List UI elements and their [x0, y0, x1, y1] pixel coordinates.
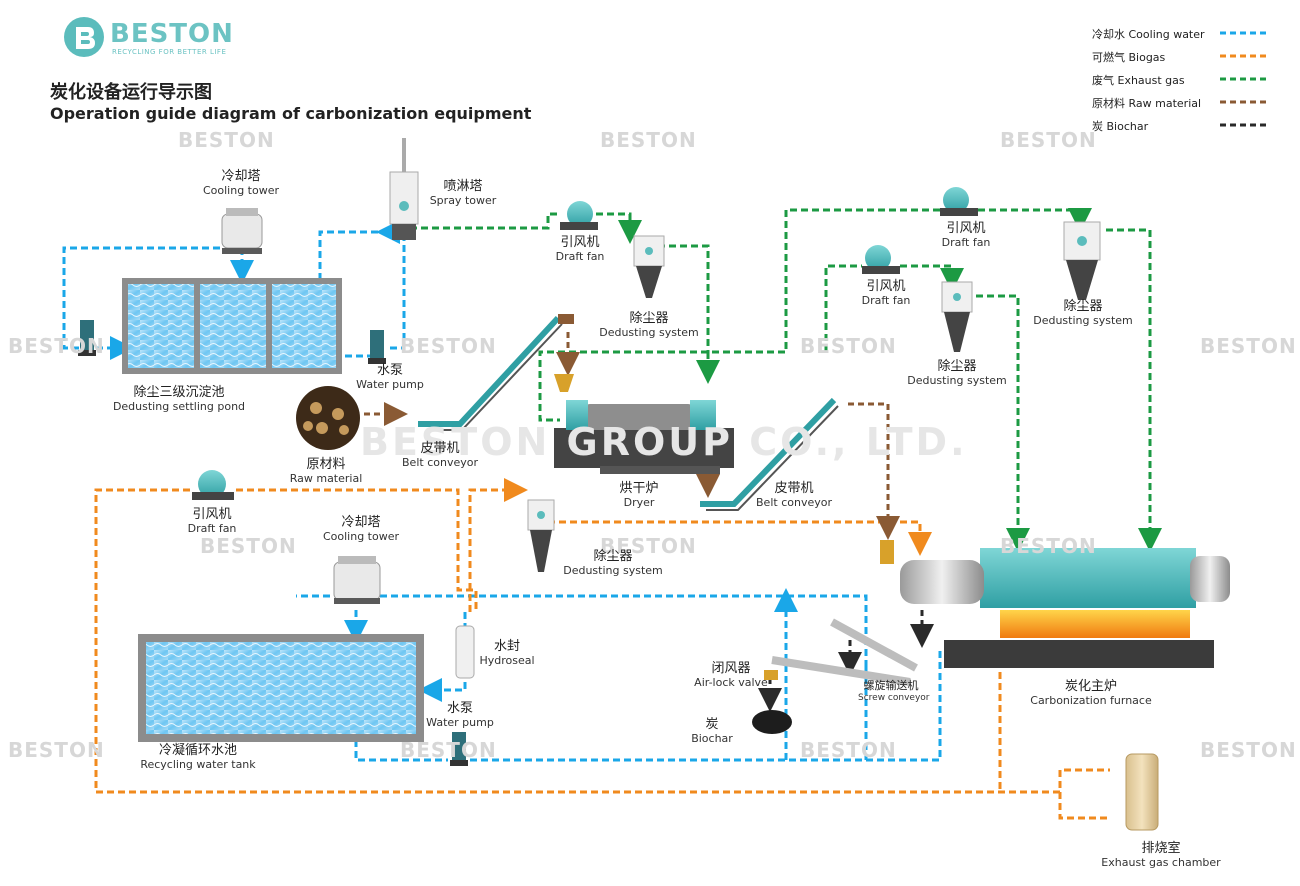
watermark: BESTON	[400, 738, 497, 762]
exhaust-gas-lines	[410, 208, 1162, 552]
water-pump-2	[368, 330, 386, 364]
watermark: BESTON	[8, 334, 105, 358]
dedusting-2	[941, 281, 973, 352]
dedusting-1	[633, 235, 665, 298]
brand-name: BESTON	[110, 19, 234, 49]
spray-tower	[389, 138, 419, 240]
draft-fan-3	[862, 245, 900, 274]
legend-item-biogas: 可燃气 Biogas	[1092, 47, 1272, 70]
legend-item-exhaust-gas: 废气 Exhaust gas	[1092, 70, 1272, 93]
carbonization-furnace	[880, 540, 1230, 668]
legend-label: 冷却水 Cooling water	[1092, 28, 1205, 41]
raw-material-pile	[296, 386, 360, 450]
beston-logo-icon	[64, 17, 104, 57]
biogas-lines	[94, 478, 1110, 820]
dedusting-3	[1063, 221, 1101, 300]
legend-item-cooling-water: 冷却水 Cooling water	[1092, 24, 1272, 47]
dedusting-settling-pond	[122, 278, 342, 374]
watermark: BESTON	[1000, 128, 1097, 152]
watermark: BESTON	[1200, 334, 1297, 358]
page-title-cn: 炭化设备运行导示图	[50, 82, 212, 103]
cooling-tower-bottom	[333, 556, 381, 604]
biochar-lines	[758, 610, 934, 712]
recycling-water-tank	[138, 634, 424, 742]
legend-label: 原材料 Raw material	[1092, 97, 1202, 110]
watermark: BESTON	[8, 738, 105, 762]
draft-fan-2	[940, 187, 978, 216]
legend-item-biochar: 炭 Biochar	[1092, 116, 1272, 139]
dedusting-4	[527, 499, 555, 572]
watermark: BESTON	[178, 128, 275, 152]
draft-fan-4	[192, 470, 234, 500]
water-pump-1	[78, 320, 96, 356]
watermark: BESTON	[1200, 738, 1297, 762]
company-watermark: BESTON GROUP CO., LTD.	[360, 420, 968, 464]
exhaust-gas-chamber	[1125, 753, 1159, 831]
brand-tagline: RECYCLING FOR BETTER LIFE	[112, 48, 227, 56]
brand-logo: BESTON RECYCLING FOR BETTER LIFE	[62, 15, 252, 61]
watermark: BESTON	[1000, 534, 1097, 558]
dryer	[554, 374, 734, 474]
watermark: BESTON	[800, 738, 897, 762]
legend-label: 废气 Exhaust gas	[1092, 74, 1185, 87]
hydroseal	[455, 625, 475, 679]
watermark: BESTON	[600, 534, 697, 558]
watermark: BESTON	[400, 334, 497, 358]
cooling-tower-top	[221, 208, 263, 254]
legend-label: 炭 Biochar	[1092, 120, 1149, 133]
page-title-en: Operation guide diagram of carbonization…	[50, 104, 532, 123]
biochar-pile	[752, 710, 792, 734]
legend-label: 可燃气 Biogas	[1092, 51, 1166, 64]
belt-conveyor-2	[700, 397, 839, 511]
water-pump-3	[450, 732, 468, 766]
draft-fan-1	[560, 201, 598, 230]
watermark: BESTON	[200, 534, 297, 558]
legend: 冷却水 Cooling water 可燃气 Biogas 废气 Exhaust …	[1092, 24, 1272, 139]
screw-conveyor	[764, 618, 918, 686]
legend-item-raw-material: 原材料 Raw material	[1092, 93, 1272, 116]
watermark: BESTON	[600, 128, 697, 152]
belt-conveyor-1	[418, 314, 574, 431]
watermark: BESTON	[800, 334, 897, 358]
